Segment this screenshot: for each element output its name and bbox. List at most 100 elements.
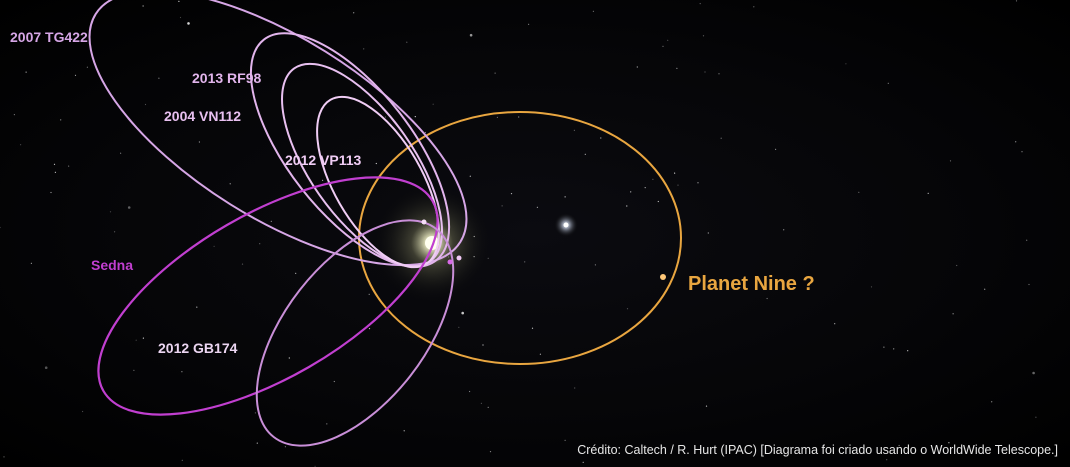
background-star bbox=[213, 245, 215, 247]
label-2012-vp113: 2012 VP113 bbox=[285, 152, 362, 168]
label-2004-vn112: 2004 VN112 bbox=[164, 108, 241, 124]
background-star bbox=[630, 191, 632, 193]
background-star bbox=[584, 153, 586, 155]
background-star bbox=[489, 451, 492, 453]
background-star bbox=[68, 165, 70, 167]
background-star bbox=[952, 313, 954, 315]
background-star bbox=[582, 461, 584, 463]
orbit-sedna bbox=[97, 176, 439, 416]
background-star bbox=[539, 353, 542, 355]
background-star bbox=[127, 206, 131, 209]
background-star bbox=[158, 77, 160, 79]
background-star bbox=[333, 380, 335, 383]
background-star bbox=[406, 41, 408, 43]
background-star bbox=[469, 175, 471, 177]
background-star bbox=[699, 3, 701, 5]
background-star bbox=[674, 172, 676, 174]
background-star bbox=[363, 48, 365, 50]
background-star bbox=[531, 327, 534, 329]
background-star bbox=[949, 160, 952, 162]
background-star bbox=[86, 66, 88, 68]
background-star bbox=[270, 220, 272, 222]
background-star bbox=[1021, 151, 1023, 153]
background-star bbox=[487, 406, 489, 408]
background-star bbox=[1032, 371, 1035, 375]
background-star bbox=[295, 272, 297, 274]
label-sedna: Sedna bbox=[91, 257, 133, 273]
background-star bbox=[482, 344, 484, 346]
background-star bbox=[60, 119, 62, 121]
background-star bbox=[574, 387, 576, 389]
starfield bbox=[0, 0, 1037, 467]
background-star bbox=[626, 205, 628, 207]
background-star bbox=[120, 152, 122, 154]
background-star bbox=[657, 200, 659, 203]
background-star bbox=[480, 402, 482, 404]
background-star bbox=[886, 459, 888, 461]
distant-star bbox=[563, 222, 569, 228]
background-star bbox=[991, 401, 993, 403]
background-star bbox=[142, 5, 144, 7]
background-star bbox=[753, 6, 755, 8]
background-star bbox=[652, 178, 654, 180]
background-star bbox=[181, 371, 183, 373]
background-star bbox=[326, 423, 328, 425]
background-star bbox=[198, 141, 200, 143]
background-star bbox=[927, 192, 929, 194]
label-planet-nine: Planet Nine ? bbox=[688, 273, 815, 295]
background-star bbox=[766, 297, 768, 300]
background-star bbox=[54, 171, 57, 173]
background-star bbox=[1026, 239, 1028, 241]
background-star bbox=[697, 182, 699, 184]
background-star bbox=[241, 263, 244, 265]
background-star bbox=[600, 137, 602, 139]
background-star bbox=[187, 22, 190, 25]
image-credit: Crédito: Caltech / R. Hurt (IPAC) [Diagr… bbox=[577, 443, 1058, 457]
background-star bbox=[424, 131, 426, 134]
background-star bbox=[30, 262, 32, 264]
background-star bbox=[375, 162, 377, 165]
background-star bbox=[353, 12, 355, 14]
background-star bbox=[594, 264, 597, 266]
background-star bbox=[564, 196, 566, 198]
background-star bbox=[179, 16, 182, 19]
background-star bbox=[284, 446, 286, 448]
background-star bbox=[870, 286, 873, 288]
background-star bbox=[133, 369, 135, 371]
planet-nine-orbit bbox=[358, 111, 682, 365]
background-star bbox=[403, 430, 405, 432]
background-star bbox=[432, 103, 434, 105]
background-star bbox=[1015, 0, 1018, 2]
background-star bbox=[368, 328, 371, 330]
background-star bbox=[667, 39, 669, 41]
background-star bbox=[109, 211, 112, 213]
background-star bbox=[704, 71, 706, 73]
background-star bbox=[501, 205, 503, 207]
background-star bbox=[44, 366, 48, 370]
background-star bbox=[536, 206, 539, 208]
background-star bbox=[702, 35, 705, 37]
background-star bbox=[494, 72, 496, 74]
label-2013-rf98: 2013 RF98 bbox=[192, 70, 261, 86]
background-star bbox=[707, 232, 709, 234]
background-star bbox=[518, 116, 520, 118]
background-star bbox=[322, 179, 324, 181]
background-star bbox=[368, 293, 370, 295]
background-star bbox=[114, 231, 116, 233]
background-star bbox=[294, 164, 296, 166]
background-star bbox=[82, 410, 84, 413]
background-star bbox=[783, 229, 785, 231]
background-star bbox=[1015, 141, 1017, 143]
background-star bbox=[1035, 416, 1037, 418]
background-star bbox=[256, 442, 258, 444]
background-star bbox=[178, 0, 180, 2]
background-star bbox=[676, 67, 678, 69]
orbit-2013-rf98 bbox=[249, 32, 451, 268]
background-star bbox=[50, 191, 52, 194]
background-star bbox=[469, 33, 473, 37]
background-star bbox=[53, 163, 56, 165]
background-star bbox=[898, 444, 900, 447]
background-star bbox=[775, 148, 777, 150]
